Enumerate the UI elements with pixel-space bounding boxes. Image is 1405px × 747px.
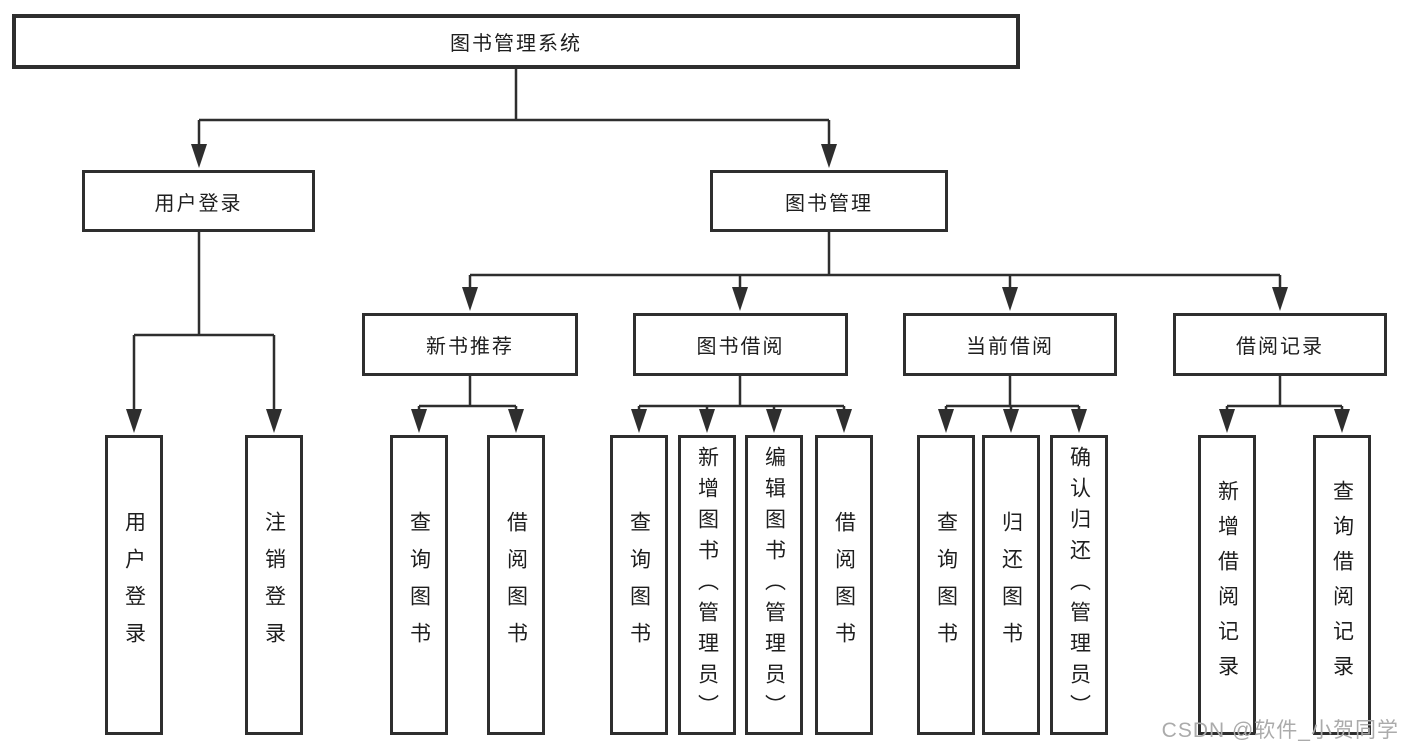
node-user-login: 用户登录 (82, 170, 315, 232)
leaf-bb-edit-books-admin-label: 编辑图书（管理员） (762, 445, 786, 725)
node-root-label: 图书管理系统 (450, 33, 582, 55)
node-user-login-label: 用户登录 (154, 192, 243, 215)
node-current-borrowing: 当前借阅 (903, 313, 1117, 376)
leaf-bb-borrow-books: 借阅图书 (815, 435, 873, 735)
leaf-cb-query-books-label: 查询图书 (934, 511, 958, 659)
node-root: 图书管理系统 (12, 14, 1020, 69)
node-new-book-recommend-label: 新书推荐 (426, 336, 514, 358)
connector-paths (132, 68, 1344, 412)
leaf-cb-query-books: 查询图书 (917, 435, 975, 735)
leaf-logout: 注销登录 (245, 435, 303, 735)
leaf-nb-borrow-books-label: 借阅图书 (504, 511, 528, 659)
arrow-down-icons (126, 144, 1350, 433)
node-borrowing-records-label: 借阅记录 (1236, 336, 1324, 358)
leaf-bb-borrow-books-label: 借阅图书 (832, 511, 856, 659)
leaf-user-login-label: 用户登录 (122, 511, 146, 659)
leaf-cb-return-books: 归还图书 (982, 435, 1040, 735)
leaf-bb-edit-books-admin: 编辑图书（管理员） (745, 435, 803, 735)
leaf-bb-query-books-label: 查询图书 (627, 511, 651, 659)
leaf-br-add-record-label: 新增借阅记录 (1215, 480, 1239, 690)
leaf-nb-query-books-label: 查询图书 (407, 511, 431, 659)
node-book-management: 图书管理 (710, 170, 948, 232)
csdn-watermark: CSDN @软件_小贺同学 (1161, 719, 1399, 742)
leaf-cb-confirm-return-admin-label: 确认归还（管理员） (1067, 445, 1091, 725)
leaf-user-login: 用户登录 (105, 435, 163, 735)
leaf-bb-add-books-admin: 新增图书（管理员） (678, 435, 736, 735)
node-current-borrowing-label: 当前借阅 (966, 336, 1054, 358)
node-book-management-label: 图书管理 (785, 192, 873, 215)
leaf-nb-borrow-books: 借阅图书 (487, 435, 545, 735)
leaf-cb-confirm-return-admin: 确认归还（管理员） (1050, 435, 1108, 735)
node-new-book-recommend: 新书推荐 (362, 313, 578, 376)
node-book-borrowing: 图书借阅 (633, 313, 848, 376)
leaf-br-add-record: 新增借阅记录 (1198, 435, 1256, 735)
leaf-bb-add-books-admin-label: 新增图书（管理员） (695, 445, 719, 725)
leaf-logout-label: 注销登录 (262, 511, 286, 659)
leaf-cb-return-books-label: 归还图书 (999, 511, 1023, 659)
node-book-borrowing-label: 图书借阅 (696, 336, 785, 358)
leaf-bb-query-books: 查询图书 (610, 435, 668, 735)
node-borrowing-records: 借阅记录 (1173, 313, 1387, 376)
leaf-br-query-record-label: 查询借阅记录 (1330, 480, 1354, 690)
leaf-br-query-record: 查询借阅记录 (1313, 435, 1371, 735)
leaf-nb-query-books: 查询图书 (390, 435, 448, 735)
